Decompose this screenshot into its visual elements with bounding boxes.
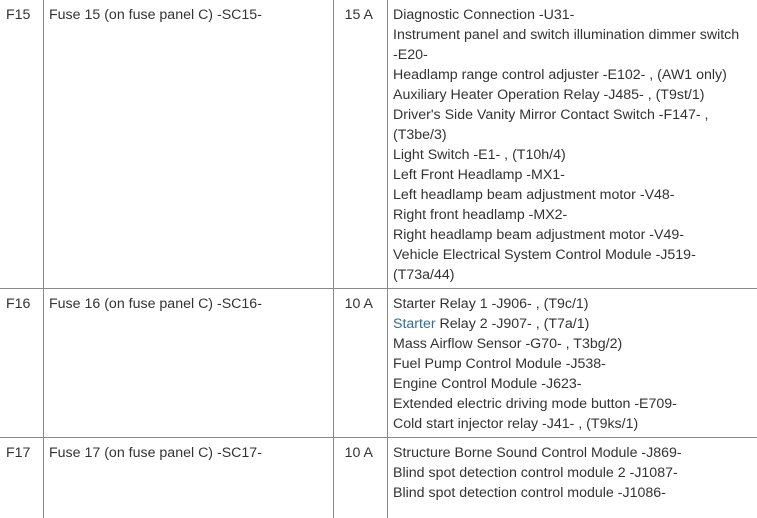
circuit-item: Right headlamp beam adjustment motor -V4…: [393, 227, 684, 243]
fuse-description: Fuse 17 (on fuse panel C) -SC17-: [44, 438, 334, 518]
circuit-item: Driver's Side Vanity Mirror Contact Swit…: [393, 107, 709, 123]
circuit-item: Left headlamp beam adjustment motor -V48…: [393, 187, 675, 203]
fuse-amperage: 10 A: [334, 438, 388, 518]
fuse-circuits: Diagnostic Connection -U31- Instrument p…: [388, 0, 757, 288]
circuit-item: Engine Control Module -J623-: [393, 376, 582, 392]
circuit-item: (T73a/44): [393, 267, 455, 283]
circuit-item: -E20-: [393, 47, 428, 63]
fuse-id: F17: [0, 438, 44, 518]
circuit-item: Blind spot detection control module -J10…: [393, 485, 666, 501]
circuit-item: Structure Borne Sound Control Module -J8…: [393, 445, 682, 461]
circuit-item: Diagnostic Connection -U31-: [393, 7, 575, 23]
table-row: F15 Fuse 15 (on fuse panel C) -SC15- 15 …: [0, 0, 757, 289]
circuit-item: Right front headlamp -MX2-: [393, 207, 568, 223]
circuit-item: Vehicle Electrical System Control Module…: [393, 247, 696, 263]
circuit-item: Light Switch -E1- , (T10h/4): [393, 147, 566, 163]
circuit-item: Auxiliary Heater Operation Relay -J485- …: [393, 87, 705, 103]
fuse-circuits: Structure Borne Sound Control Module -J8…: [388, 438, 757, 518]
circuit-item: Mass Airflow Sensor -G70- , T3bg/2): [393, 336, 623, 352]
circuit-item: Starter Relay 2 -J907- , (T7a/1): [393, 314, 757, 334]
table-row: F16 Fuse 16 (on fuse panel C) -SC16- 10 …: [0, 289, 757, 438]
fuse-description: Fuse 16 (on fuse panel C) -SC16-: [44, 289, 334, 437]
fuse-amperage: 10 A: [334, 289, 388, 437]
circuit-item: Fuel Pump Control Module -J538-: [393, 356, 606, 372]
circuit-item: Extended electric driving mode button -E…: [393, 396, 677, 412]
fuse-amperage: 15 A: [334, 0, 388, 288]
circuit-item-text: Relay 2 -J907- , (T7a/1): [435, 316, 590, 332]
fuse-id: F15: [0, 0, 44, 288]
circuit-item: Headlamp range control adjuster -E102- ,…: [393, 67, 727, 83]
table-row: F17 Fuse 17 (on fuse panel C) -SC17- 10 …: [0, 438, 757, 518]
fuse-description: Fuse 15 (on fuse panel C) -SC15-: [44, 0, 334, 288]
starter-link[interactable]: Starter: [393, 316, 436, 332]
circuit-item: Cold start injector relay -J41- , (T9ks/…: [393, 416, 639, 432]
circuit-item: Blind spot detection control module 2 -J…: [393, 465, 678, 481]
circuit-item: Left Front Headlamp -MX1-: [393, 167, 565, 183]
fuse-circuits: Starter Relay 1 -J906- , (T9c/1) Starter…: [388, 289, 757, 437]
circuit-item: (T3be/3): [393, 127, 447, 143]
circuit-item: Starter Relay 1 -J906- , (T9c/1): [393, 296, 589, 312]
fuse-id: F16: [0, 289, 44, 437]
circuit-item: Instrument panel and switch illumination…: [393, 27, 740, 43]
